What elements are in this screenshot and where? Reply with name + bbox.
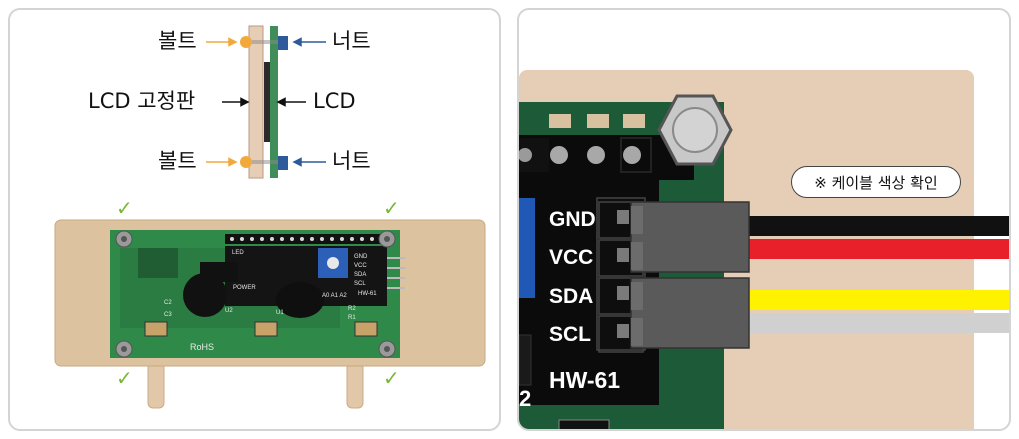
bolt-top-label: 볼트 (158, 29, 197, 53)
check-mark-icon: ✓ (116, 196, 133, 220)
potentiometer-edge (519, 198, 535, 298)
lcd-plate-label: LCD 고정판 (88, 89, 196, 113)
screw-heads (115, 230, 396, 358)
nut-bottom-label: 너트 (332, 149, 371, 173)
board-label: GND (354, 254, 368, 260)
header-sockets (519, 137, 652, 173)
lcd-plate-shape (248, 25, 264, 179)
pcb-shape (270, 26, 278, 178)
connector-housing-top (630, 201, 750, 273)
board-label: HW-61 (358, 291, 377, 297)
nut-top-shape (278, 36, 288, 50)
pin-label-scl: SCL (549, 323, 591, 346)
bolt-bottom-shape (240, 156, 252, 168)
pin-label-sda: SDA (549, 285, 594, 308)
board-label: POWER (233, 285, 256, 291)
bolt-top-shape (240, 36, 252, 48)
wire-red (747, 239, 1009, 259)
board-label: R2 (348, 306, 356, 312)
wire-gray (747, 313, 1009, 333)
rohs-label: RoHS (190, 342, 215, 352)
board-label: C2 (164, 300, 172, 306)
board-label: SCL (354, 281, 366, 287)
wiring-closeup-panel: ※ 케이블 색상 확인 GND VCC SDA SCL HW-61 2 (517, 8, 1011, 431)
board-label: SDA (354, 272, 367, 278)
board-label: U1 (276, 310, 284, 316)
nut-bottom-shape (278, 156, 288, 170)
wiring-closeup-diagram (519, 70, 1009, 429)
board-label: C3 (164, 312, 172, 318)
connector-housing-bottom (630, 277, 750, 349)
wire-yellow (747, 290, 1009, 310)
pin-label-vcc: VCC (549, 246, 594, 269)
check-mark-icon: ✓ (383, 366, 400, 390)
board-label: LED (232, 250, 244, 256)
pin-label-gnd: GND (549, 208, 596, 231)
wire-black (747, 216, 1009, 236)
lcd-label: LCD (313, 89, 356, 113)
board-label: U2 (225, 308, 233, 314)
nut-top-label: 너트 (332, 29, 371, 53)
cable-color-note: ※ 케이블 색상 확인 (791, 166, 961, 198)
bolt-bottom-label: 볼트 (158, 149, 197, 173)
lcd-glass-shape (264, 62, 270, 142)
board-label: A0 A1 A2 (322, 293, 347, 299)
edge-text-fragment: 2 (519, 386, 532, 411)
check-mark-icon: ✓ (116, 366, 133, 390)
module-model-label: HW-61 (549, 367, 621, 393)
board-label: R1 (348, 315, 356, 321)
check-mark-icon: ✓ (383, 196, 400, 220)
assembly-diagram-panel: 볼트 너트 LCD 고정판 LCD 볼트 너트 ✓ ✓ ✓ ✓ HW-61 PO… (8, 8, 501, 431)
board-label: VCC (354, 263, 367, 269)
side-view-diagram (54, 25, 486, 409)
